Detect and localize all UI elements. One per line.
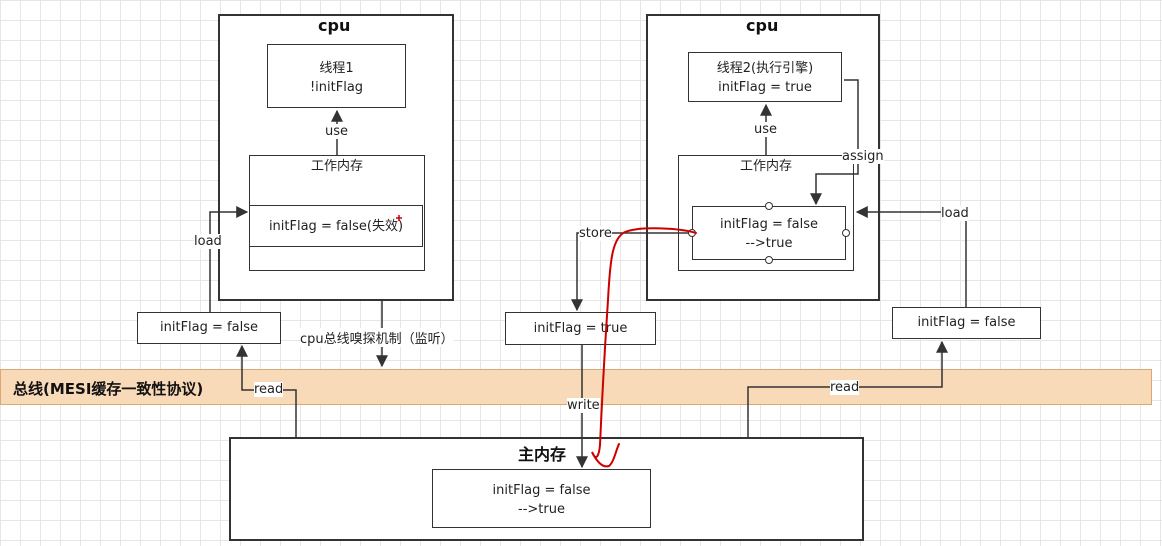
left-read-label: read [254, 382, 284, 397]
write-label: write [567, 398, 600, 413]
right-var-line2: -->true [745, 236, 793, 251]
main-var-line2: -->true [518, 502, 565, 517]
right-load-label: load [941, 206, 969, 221]
left-var-box: initFlag = false(失效) [249, 205, 423, 247]
cpu-left-title: cpu [318, 16, 351, 35]
thread2-name: 线程2(执行引擎) [716, 61, 814, 76]
left-var-value: initFlag = false(失效) [268, 219, 404, 234]
work-memory-left-title: 工作内存 [310, 159, 363, 174]
cpu-right-title: cpu [746, 16, 779, 35]
middle-cache-value: initFlag = true [533, 321, 628, 336]
middle-cache-box: initFlag = true [505, 312, 656, 345]
thread1-box: 线程1 !initFlag [267, 44, 406, 108]
right-cache-box: initFlag = false [892, 307, 1041, 339]
left-load-label: load [194, 234, 222, 249]
thread2-box: 线程2(执行引擎) initFlag = true [688, 52, 842, 102]
sniff-label: cpu总线嗅探机制（监听） [300, 328, 454, 347]
right-var-box: initFlag = false -->true [692, 206, 846, 260]
right-cache-value: initFlag = false [917, 315, 1016, 330]
main-memory-title: 主内存 [518, 445, 567, 464]
right-read-label: read [830, 380, 860, 395]
right-use-label: use [754, 122, 778, 137]
store-label: store [579, 226, 612, 241]
bus-label: 总线(MESI缓存一致性协议) [13, 380, 204, 398]
assign-label: assign [842, 149, 884, 164]
left-cache-value: initFlag = false [160, 320, 258, 335]
left-use-label: use [325, 124, 349, 139]
main-var-line1: initFlag = false [492, 483, 591, 498]
main-memory-var-box: initFlag = false -->true [432, 469, 651, 528]
thread1-name: 线程1 [319, 61, 354, 76]
thread2-expr: initFlag = true [718, 80, 812, 95]
left-cache-box: initFlag = false [137, 312, 281, 344]
thread1-expr: !initFlag [309, 80, 364, 95]
work-memory-right-title: 工作内存 [739, 159, 792, 174]
right-var-line1: initFlag = false [720, 217, 818, 232]
